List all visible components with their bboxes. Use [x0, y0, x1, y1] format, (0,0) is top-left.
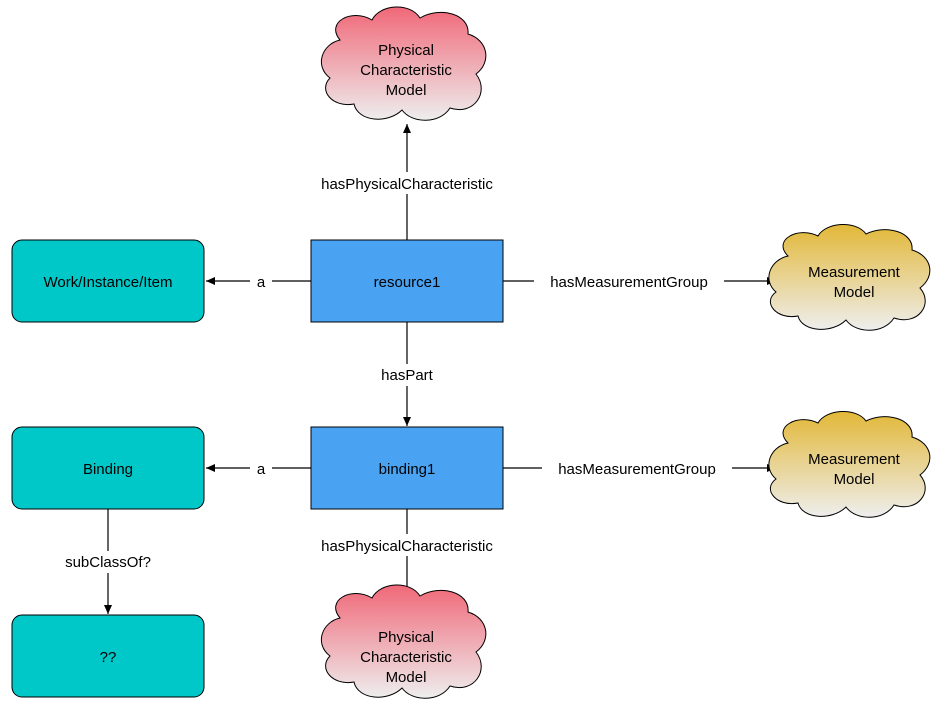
node-binding1: binding1 [310, 426, 504, 510]
cloud-physical-bottom: Physical Characteristic Model [320, 584, 487, 699]
cloud-measurement-bottom-line2: Model [834, 471, 875, 488]
cloud-physical-bottom-line1: Physical [378, 629, 434, 646]
edge-binding-has-physical: hasPhysicalCharacteristic [300, 509, 514, 600]
cloud-measurement-bottom: Measurement Model [768, 411, 931, 518]
node-unknown-class-label: ?? [100, 649, 117, 666]
edge-label-measurement-bottom: hasMeasurementGroup [558, 461, 716, 478]
edge-label-has-physical-top: hasPhysicalCharacteristic [321, 176, 493, 193]
edge-label-subclass-of: subClassOf? [65, 554, 151, 571]
node-binding1-label: binding1 [379, 461, 436, 478]
edge-label-measurement-top: hasMeasurementGroup [550, 274, 708, 291]
cloud-physical-top: Physical Characteristic Model [320, 6, 487, 121]
node-resource1-label: resource1 [374, 274, 441, 291]
cloud-physical-bottom-line3: Model [386, 669, 427, 686]
edge-label-has-part: hasPart [381, 367, 434, 384]
cloud-physical-top-line3: Model [386, 82, 427, 99]
node-resource1: resource1 [310, 239, 504, 323]
edge-label-a-bottom: a [257, 461, 266, 478]
edge-resource-a: a [206, 271, 311, 293]
edge-binding-a: a [206, 458, 311, 480]
edge-resource-has-physical: hasPhysicalCharacteristic [300, 124, 514, 240]
cloud-physical-bottom-line2: Characteristic [360, 649, 452, 666]
node-binding-class: Binding [11, 426, 205, 510]
edge-binding-has-measurement: hasMeasurementGroup [503, 458, 776, 480]
node-unknown-class: ?? [11, 614, 205, 698]
edge-subclass-of: subClassOf? [54, 509, 162, 614]
cloud-measurement-top: Measurement Model [768, 224, 931, 331]
cloud-measurement-bottom-line1: Measurement [808, 451, 901, 468]
edge-label-a-top: a [257, 274, 266, 291]
node-binding-class-label: Binding [83, 461, 133, 478]
edge-has-part: hasPart [366, 322, 448, 426]
node-work-instance-item-label: Work/Instance/Item [44, 274, 173, 291]
cloud-physical-top-line1: Physical [378, 42, 434, 59]
cloud-measurement-top-line2: Model [834, 284, 875, 301]
cloud-measurement-top-line1: Measurement [808, 264, 901, 281]
edge-label-has-physical-bottom: hasPhysicalCharacteristic [321, 538, 493, 555]
node-work-instance-item: Work/Instance/Item [11, 239, 205, 323]
cloud-physical-top-line2: Characteristic [360, 62, 452, 79]
edge-resource-has-measurement: hasMeasurementGroup [503, 271, 776, 293]
